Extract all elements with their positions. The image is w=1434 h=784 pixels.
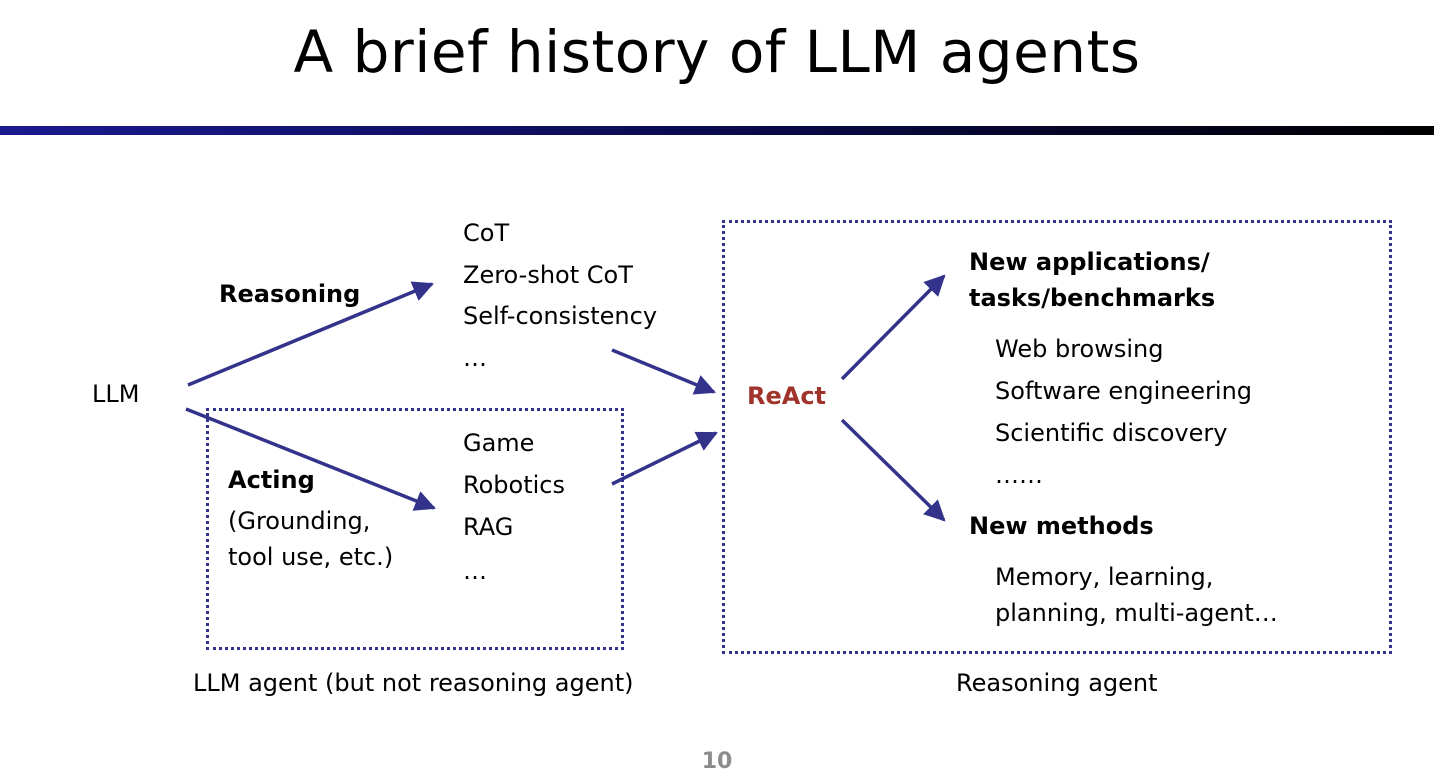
acting-sub-line-2: tool use, etc.) [228, 543, 394, 571]
reasoning-method: Zero-shot CoT [463, 261, 633, 289]
llm-agent-box [206, 408, 624, 650]
page-number: 10 [701, 749, 733, 774]
acting-domain: Game [463, 429, 535, 457]
new-applications-heading-2: tasks/benchmarks [969, 284, 1216, 312]
reasoning-label: Reasoning [219, 280, 361, 308]
reasoning-agent-caption: Reasoning agent [956, 669, 1158, 697]
acting-domain: RAG [463, 513, 514, 541]
arrow-react-to-methods [840, 418, 946, 522]
title-divider [0, 126, 1434, 135]
reasoning-agent-box [722, 220, 1392, 654]
reasoning-method: CoT [463, 219, 510, 247]
application-item: Scientific discovery [995, 419, 1228, 447]
react-node: ReAct [747, 382, 827, 410]
llm-agent-caption: LLM agent (but not reasoning agent) [193, 669, 634, 697]
arrow-llm-to-acting [185, 407, 436, 511]
arrow-reasoning-to-react [611, 348, 716, 395]
arrow-llm-to-reasoning [187, 281, 434, 387]
new-applications-heading-1: New applications/ [969, 248, 1210, 276]
arrow-react-to-applications [840, 274, 946, 381]
acting-sub-line-1: (Grounding, [228, 507, 371, 535]
new-methods-heading: New methods [969, 512, 1154, 540]
arrow-acting-to-react [611, 431, 718, 486]
application-item: Software engineering [995, 377, 1253, 405]
reasoning-method: … [463, 344, 487, 372]
application-item: …… [995, 461, 1043, 489]
llm-node: LLM [92, 380, 140, 408]
reasoning-method: Self-consistency [463, 302, 658, 330]
method-item: planning, multi-agent… [995, 599, 1278, 627]
slide-title: A brief history of LLM agents [293, 18, 1141, 86]
method-item: Memory, learning, [995, 563, 1214, 591]
application-item: Web browsing [995, 335, 1164, 363]
acting-domain: Robotics [463, 471, 565, 499]
acting-domain: … [463, 557, 487, 585]
acting-label: Acting [228, 466, 315, 494]
